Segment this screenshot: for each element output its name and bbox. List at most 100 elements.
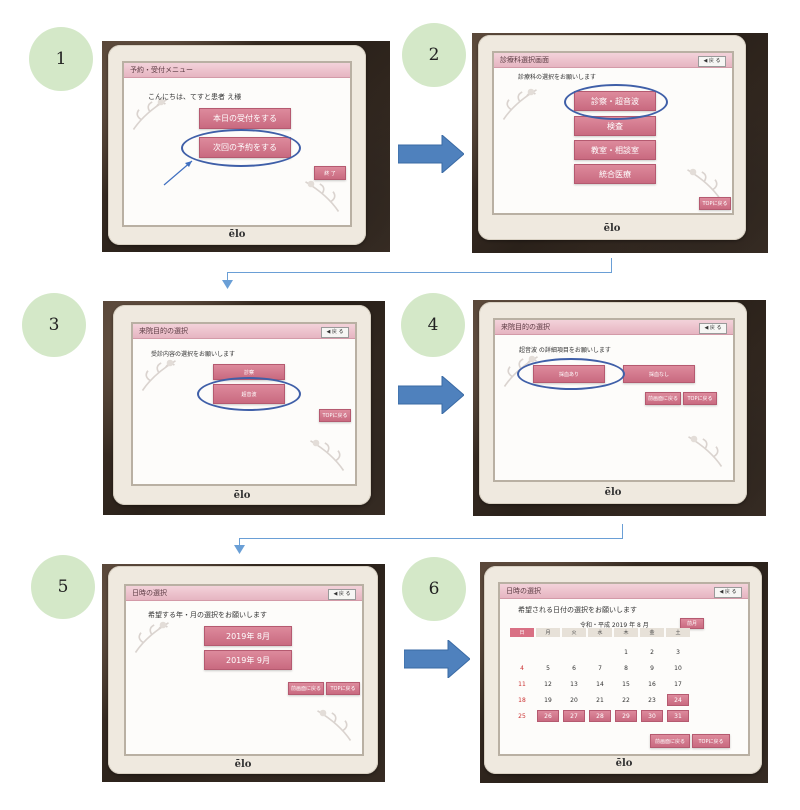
calendar-day: 11	[518, 680, 526, 688]
screen-title: 診療科選択画面	[494, 53, 732, 68]
instruction-text: 希望する年・月の選択をお願いします	[148, 611, 267, 619]
kiosk-screen: 日時の選択 ◀ 戻 る 希望する年・月の選択をお願いします 2019年 8月 2…	[124, 584, 364, 756]
top-button[interactable]: TOPに戻る	[692, 734, 730, 748]
available-date-button[interactable]: 31	[667, 710, 689, 722]
connector-arrowhead-icon	[222, 280, 233, 289]
floral-decoration-icon	[310, 439, 345, 471]
back-button[interactable]: ◀ 戻 る	[698, 56, 726, 67]
panel-5-photo: 日時の選択 ◀ 戻 る 希望する年・月の選択をお願いします 2019年 8月 2…	[102, 564, 385, 782]
kiosk-screen: 診療科選択画面 ◀ 戻 る 診療科の選択をお願いします 診察・超音波 検査 教室…	[492, 51, 734, 215]
floral-decoration-icon	[134, 621, 169, 653]
kiosk-monitor: 来院目的の選択 ◀ 戻 る 超音波 の詳細項目をお願いします 採血あり 採血なし…	[479, 302, 747, 504]
calendar-day: 22	[622, 696, 630, 704]
connector-arrowhead-icon	[234, 545, 245, 554]
available-date-button[interactable]: 29	[615, 710, 637, 722]
calendar-day: 15	[622, 680, 630, 688]
flow-connector-line	[239, 538, 623, 539]
kiosk-monitor: 日時の選択 ◀ 戻 る 希望される日付の選択をお願いします 令和・平成 2019…	[484, 566, 762, 774]
screen-title: 日時の選択	[500, 584, 748, 599]
previous-screen-button[interactable]: 前画面に戻る	[650, 734, 690, 748]
calendar-day: 25	[518, 712, 526, 720]
top-button[interactable]: TOPに戻る	[699, 197, 731, 210]
calendar-month-label: 令和・平成 2019 年 8 月	[580, 622, 649, 629]
floral-decoration-icon	[141, 359, 176, 391]
flow-connector-line	[227, 272, 612, 273]
calendar-day: 4	[520, 664, 524, 672]
arrow-right-icon	[398, 376, 464, 414]
panel-3-photo: 来院目的の選択 ◀ 戻 る 受診内容の選択をお願いします 診察 超音波 TOPに…	[103, 301, 385, 515]
flow-connector-line	[622, 524, 623, 538]
elo-logo: ēlo	[228, 229, 246, 240]
step-number-2: 2	[402, 23, 466, 87]
instruction-text: 希望される日付の選択をお願いします	[518, 606, 637, 614]
next-reservation-button[interactable]: 次回の予約をする	[199, 137, 291, 158]
kiosk-monitor: 日時の選択 ◀ 戻 る 希望する年・月の選択をお願いします 2019年 8月 2…	[108, 566, 378, 774]
previous-screen-button[interactable]: 前画面に戻る	[645, 392, 681, 405]
arrow-right-icon	[398, 135, 464, 173]
elo-logo: ēlo	[615, 758, 633, 769]
calendar-day: 7	[598, 664, 602, 672]
step-number-5: 5	[31, 555, 95, 619]
calendar-day: 21	[596, 696, 604, 704]
exam-button[interactable]: 診察	[213, 364, 285, 380]
integrated-medicine-button[interactable]: 統合医療	[574, 164, 656, 184]
month-2019-08-button[interactable]: 2019年 8月	[204, 626, 292, 646]
prev-month-button[interactable]: 前月	[680, 618, 704, 629]
panel-2-photo: 診療科選択画面 ◀ 戻 る 診療科の選択をお願いします 診察・超音波 検査 教室…	[472, 33, 768, 253]
available-date-button[interactable]: 27	[563, 710, 585, 722]
kiosk-screen: 来院目的の選択 ◀ 戻 る 受診内容の選択をお願いします 診察 超音波 TOPに…	[131, 322, 357, 486]
instruction-text: 診療科の選択をお願いします	[518, 74, 597, 81]
calendar-day: 1	[624, 648, 628, 656]
back-button[interactable]: ◀ 戻 る	[328, 589, 356, 600]
calendar-day: 5	[546, 664, 550, 672]
weekday-header: 土	[666, 628, 690, 637]
flow-connector-line	[239, 538, 240, 547]
weekday-header: 金	[640, 628, 664, 637]
floral-decoration-icon	[305, 180, 340, 212]
back-button[interactable]: ◀ 戻 る	[714, 587, 742, 598]
exit-button[interactable]: 終 了	[314, 166, 346, 180]
floral-decoration-icon	[132, 98, 167, 130]
arrow-right-icon	[404, 640, 470, 678]
pointer-arrow-icon	[163, 160, 193, 186]
kiosk-monitor: 来院目的の選択 ◀ 戻 る 受診内容の選択をお願いします 診察 超音波 TOPに…	[113, 305, 371, 505]
calendar-day: 20	[570, 696, 578, 704]
screen-title: 来院目的の選択	[495, 320, 733, 335]
previous-screen-button[interactable]: 前画面に戻る	[288, 682, 324, 695]
available-date-button[interactable]: 30	[641, 710, 663, 722]
elo-logo: ēlo	[604, 487, 622, 498]
test-button[interactable]: 検査	[574, 116, 656, 136]
screen-title: 日時の選択	[126, 586, 362, 601]
back-button[interactable]: ◀ 戻 る	[699, 323, 727, 334]
today-checkin-button[interactable]: 本日の受付をする	[199, 108, 291, 129]
calendar-day: 9	[650, 664, 654, 672]
ultrasound-button[interactable]: 超音波	[213, 384, 285, 404]
greeting-text: こんにちは、てすと患者 え様	[148, 93, 242, 101]
top-button[interactable]: TOPに戻る	[683, 392, 717, 405]
elo-logo: ēlo	[233, 490, 251, 501]
calendar-day: 23	[648, 696, 656, 704]
step-number-1: 1	[29, 27, 93, 91]
top-button[interactable]: TOPに戻る	[319, 409, 351, 422]
calendar-day: 16	[648, 680, 656, 688]
month-2019-09-button[interactable]: 2019年 9月	[204, 650, 292, 670]
back-button[interactable]: ◀ 戻 る	[321, 327, 349, 338]
elo-logo: ēlo	[234, 759, 252, 770]
weekday-header: 日	[510, 628, 534, 637]
top-button[interactable]: TOPに戻る	[326, 682, 360, 695]
available-date-button[interactable]: 28	[589, 710, 611, 722]
class-consultation-button[interactable]: 教室・相談室	[574, 140, 656, 160]
without-blood-draw-button[interactable]: 採血なし	[623, 365, 695, 383]
weekday-header: 水	[588, 628, 612, 637]
available-date-button[interactable]: 26	[537, 710, 559, 722]
available-date-button[interactable]: 24	[667, 694, 689, 706]
exam-ultrasound-button[interactable]: 診察・超音波	[574, 91, 656, 111]
calendar-day: 14	[596, 680, 604, 688]
calendar-day: 19	[544, 696, 552, 704]
floral-decoration-icon	[502, 88, 537, 120]
with-blood-draw-button[interactable]: 採血あり	[533, 365, 605, 383]
flow-connector-line	[227, 272, 228, 282]
calendar-day	[536, 644, 560, 660]
step-number-4: 4	[401, 293, 465, 357]
